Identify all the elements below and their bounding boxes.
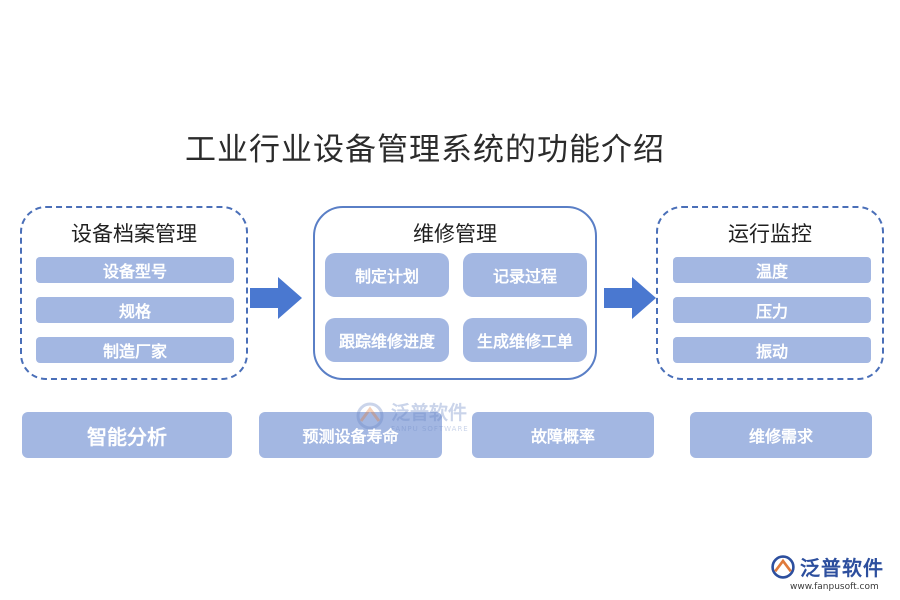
operation-monitoring-group: 运行监控 温度 压力 振动 — [656, 206, 884, 380]
page-title: 工业行业设备管理系统的功能介绍 — [185, 132, 665, 168]
generate-work-order-item: 生成维修工单 — [463, 318, 587, 362]
fanpu-logo-icon — [356, 402, 384, 429]
vibration-item: 振动 — [673, 337, 871, 363]
record-process-item: 记录过程 — [463, 253, 587, 297]
failure-probability-box: 故障概率 — [472, 412, 654, 458]
watermark: 泛普软件 FANPU SOFTWARE — [355, 398, 469, 433]
arrow-right-icon — [250, 277, 302, 319]
manufacturer-item: 制造厂家 — [36, 337, 234, 363]
brand-name: 泛普软件 — [800, 556, 884, 580]
operation-monitoring-title: 运行监控 — [728, 222, 812, 246]
fanpu-logo-icon — [771, 554, 795, 579]
track-progress-item: 跟踪维修进度 — [325, 318, 449, 362]
pressure-item: 压力 — [673, 297, 871, 323]
watermark-subtext: FANPU SOFTWARE — [391, 425, 469, 433]
equipment-model-item: 设备型号 — [36, 257, 234, 283]
predict-lifetime-box: 预测设备寿命 — [259, 412, 442, 458]
equipment-archive-group: 设备档案管理 设备型号 规格 制造厂家 — [20, 206, 248, 380]
smart-analysis-box: 智能分析 — [22, 412, 232, 458]
arrow-right-icon — [604, 277, 656, 319]
make-plan-item: 制定计划 — [325, 253, 449, 297]
temperature-item: 温度 — [673, 257, 871, 283]
brand-url[interactable]: www.fanpusoft.com — [790, 582, 879, 592]
maintenance-management-title: 维修管理 — [413, 222, 497, 246]
equipment-archive-title: 设备档案管理 — [71, 222, 197, 246]
maintenance-demand-box: 维修需求 — [690, 412, 872, 458]
watermark-text: 泛普软件 — [391, 402, 468, 424]
specification-item: 规格 — [36, 297, 234, 323]
maintenance-management-group: 维修管理 制定计划 记录过程 跟踪维修进度 生成维修工单 — [313, 206, 597, 380]
brand-logo: 泛普软件 — [770, 552, 884, 581]
